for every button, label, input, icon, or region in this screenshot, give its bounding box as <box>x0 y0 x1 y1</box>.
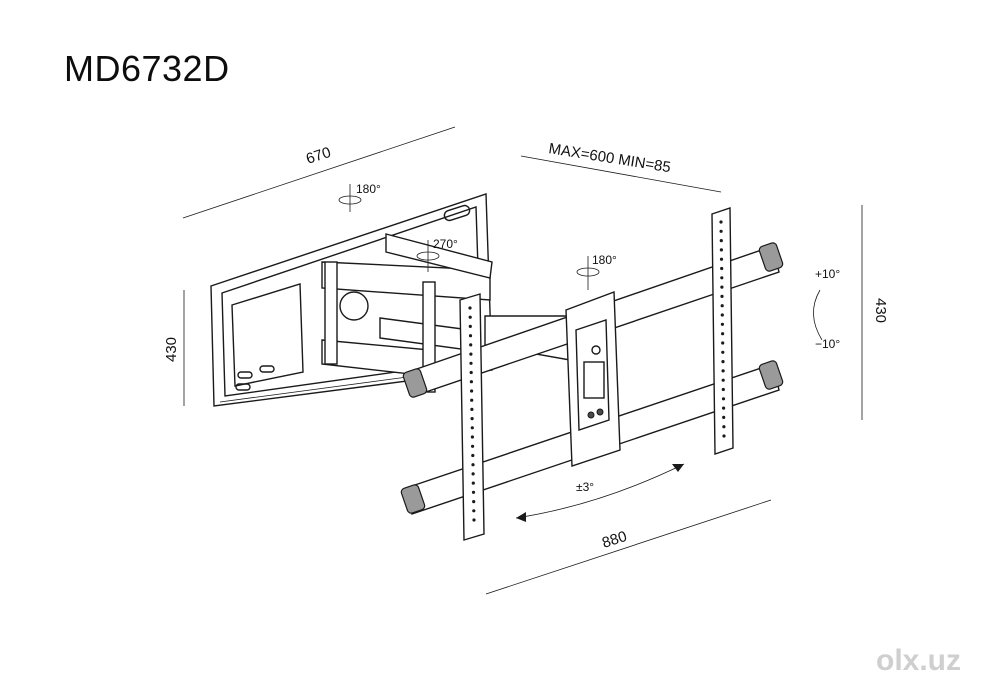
left-bracket-hole <box>469 361 473 365</box>
left-bracket-hole <box>472 509 476 513</box>
right-bracket-hole <box>721 341 725 345</box>
right-bracket-hole <box>720 304 724 308</box>
lower-rail-right-cap <box>758 360 784 390</box>
right-bracket-hole <box>721 332 725 336</box>
right-bracket <box>711 207 734 455</box>
left-bracket-hole <box>470 398 474 402</box>
right-bracket-hole <box>722 406 726 410</box>
wall-plate-hole-2 <box>259 365 275 373</box>
right-bracket-hole <box>722 415 726 419</box>
left-bracket-hole <box>472 518 476 522</box>
left-bracket-hole <box>470 435 474 439</box>
left-bracket-hole <box>469 370 473 375</box>
right-bracket-hole <box>721 360 725 364</box>
left-bracket-hole <box>468 306 472 310</box>
bottom-width-label: 880 <box>600 528 629 552</box>
upper-arm-1 <box>321 261 491 301</box>
rotation-indicators <box>338 184 823 522</box>
left-bracket-hole <box>471 472 475 476</box>
arm-pivot-ring <box>416 251 440 261</box>
wall-pivot <box>324 261 338 365</box>
center-plate-window <box>583 361 605 399</box>
left-bracket-hole <box>470 407 474 411</box>
tilt-arc <box>813 289 823 341</box>
left-bracket-hole <box>471 463 475 467</box>
bottom-width-line <box>485 499 772 595</box>
left-bracket-hole <box>471 481 475 485</box>
watermark: olx.uz <box>876 644 961 677</box>
wall-plate-hole-3 <box>235 383 251 391</box>
left-bracket-hole <box>469 352 473 356</box>
center-plate-screw <box>591 345 601 355</box>
left-bracket-hole <box>468 315 472 319</box>
right-bracket-hole <box>719 239 723 243</box>
left-bracket-hole <box>468 334 473 338</box>
wall-pivot-ring <box>338 195 362 205</box>
left-height-label: 430 <box>163 337 180 362</box>
left-bracket-hole <box>468 324 472 328</box>
left-bracket-hole <box>471 490 476 494</box>
right-bracket-hole <box>721 397 726 401</box>
wall-plate-slot-left <box>231 283 304 387</box>
left-bracket-hole <box>470 417 474 421</box>
dimension-lines <box>182 126 863 595</box>
arm-pivot-label: 270° <box>433 237 458 251</box>
wall-plate-hole-1 <box>237 371 253 379</box>
left-bracket-hole <box>470 389 474 393</box>
left-bracket-hole <box>471 453 475 458</box>
plate-pivot-label: 180° <box>592 253 617 267</box>
left-bracket <box>459 293 485 541</box>
level-arrow-left <box>516 512 526 522</box>
extension-label: MAX=600 MIN=85 <box>547 140 672 176</box>
center-plate-bolt-1 <box>587 411 595 419</box>
right-bracket-hole <box>719 229 723 233</box>
right-bracket-hole <box>720 313 724 317</box>
center-plate-inner <box>575 319 610 431</box>
right-bracket-hole <box>719 248 724 252</box>
right-bracket-hole <box>719 257 724 261</box>
right-bracket-hole <box>721 387 725 392</box>
right-bracket-hole <box>722 425 726 429</box>
upper-rail-left-cap <box>402 368 428 398</box>
wall-pivot-label: 180° <box>356 182 381 196</box>
plate-pivot-ring <box>576 267 600 277</box>
right-bracket-hole <box>721 378 725 382</box>
center-plate-bolt-2 <box>596 408 604 416</box>
model-title: MD6732D <box>64 48 230 89</box>
pivot-hub <box>339 291 369 321</box>
lower-rail-left-cap <box>400 484 426 514</box>
tilt-down-label: −10° <box>815 337 840 351</box>
right-bracket-hole <box>720 276 724 280</box>
right-bracket-hole <box>721 369 725 373</box>
left-bracket-hole <box>469 380 473 384</box>
vertical-brackets <box>459 207 734 541</box>
right-bracket-hole <box>720 285 724 289</box>
left-bracket-hole <box>470 426 474 430</box>
top-width-label: 670 <box>304 144 333 168</box>
right-bracket-hole <box>720 322 725 326</box>
right-bracket-hole <box>721 350 725 354</box>
level-arrow-right <box>672 464 684 472</box>
left-bracket-hole <box>469 343 473 347</box>
right-bracket-hole <box>719 220 723 224</box>
right-height-label: 430 <box>872 298 889 323</box>
level-label: ±3° <box>576 480 594 494</box>
tilt-up-label: +10° <box>815 267 840 281</box>
right-bracket-hole <box>720 266 724 271</box>
center-plate <box>565 291 621 467</box>
extension-line <box>520 155 722 193</box>
level-arc <box>515 463 685 519</box>
left-bracket-hole <box>472 500 476 504</box>
center-plate-outline <box>565 291 621 467</box>
right-bracket-hole <box>720 294 724 298</box>
left-bracket-hole <box>471 444 475 448</box>
upper-rail-right-cap <box>758 242 784 272</box>
top-width-line <box>182 126 456 219</box>
right-bracket-hole <box>722 434 726 438</box>
wall-plate-hole-4 <box>443 204 471 222</box>
